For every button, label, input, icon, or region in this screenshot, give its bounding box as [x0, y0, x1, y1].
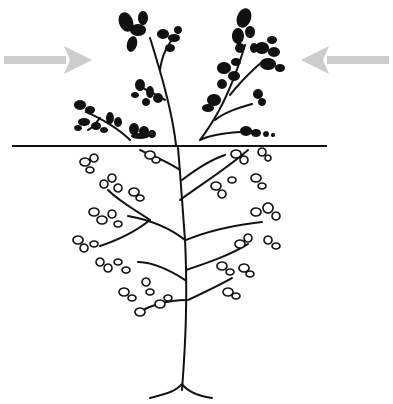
leaf-cluster	[216, 261, 255, 278]
leaf-cluster	[250, 202, 281, 221]
leaf-cluster	[99, 173, 123, 193]
leaf-cluster	[217, 58, 241, 89]
leaf-cluster	[230, 147, 272, 165]
leaf-cluster	[118, 277, 155, 302]
leaf-cluster	[129, 123, 156, 139]
arrow-right-icon	[4, 46, 92, 74]
upper-stems	[85, 37, 263, 146]
leaf-cluster	[118, 11, 148, 52]
leaf-cluster	[144, 150, 161, 164]
leaf-cluster	[72, 235, 99, 253]
leaf-cluster	[131, 79, 163, 106]
leaf-cluster	[134, 294, 173, 317]
leaf-cluster	[157, 26, 182, 52]
outlined-leaf-clusters	[72, 147, 281, 317]
leaf-cluster	[79, 153, 99, 174]
root-flare	[149, 382, 213, 399]
leaf-cluster	[95, 257, 131, 274]
leaf-cluster	[234, 233, 281, 250]
solid-leaf-clusters	[74, 8, 285, 139]
main-stem	[177, 147, 188, 391]
leaf-cluster	[88, 207, 123, 228]
leaf-cluster	[240, 126, 275, 137]
leaf-cluster	[232, 8, 258, 53]
leaf-cluster	[106, 112, 122, 127]
leaf-cluster	[128, 187, 145, 202]
leaf-cluster	[210, 173, 267, 199]
leaf-cluster	[255, 36, 285, 72]
arrow-left-icon	[301, 46, 389, 74]
leaf-cluster	[222, 287, 241, 300]
lower-stems	[99, 147, 263, 399]
leaf-cluster	[74, 100, 108, 133]
leaf-cluster	[202, 89, 266, 112]
